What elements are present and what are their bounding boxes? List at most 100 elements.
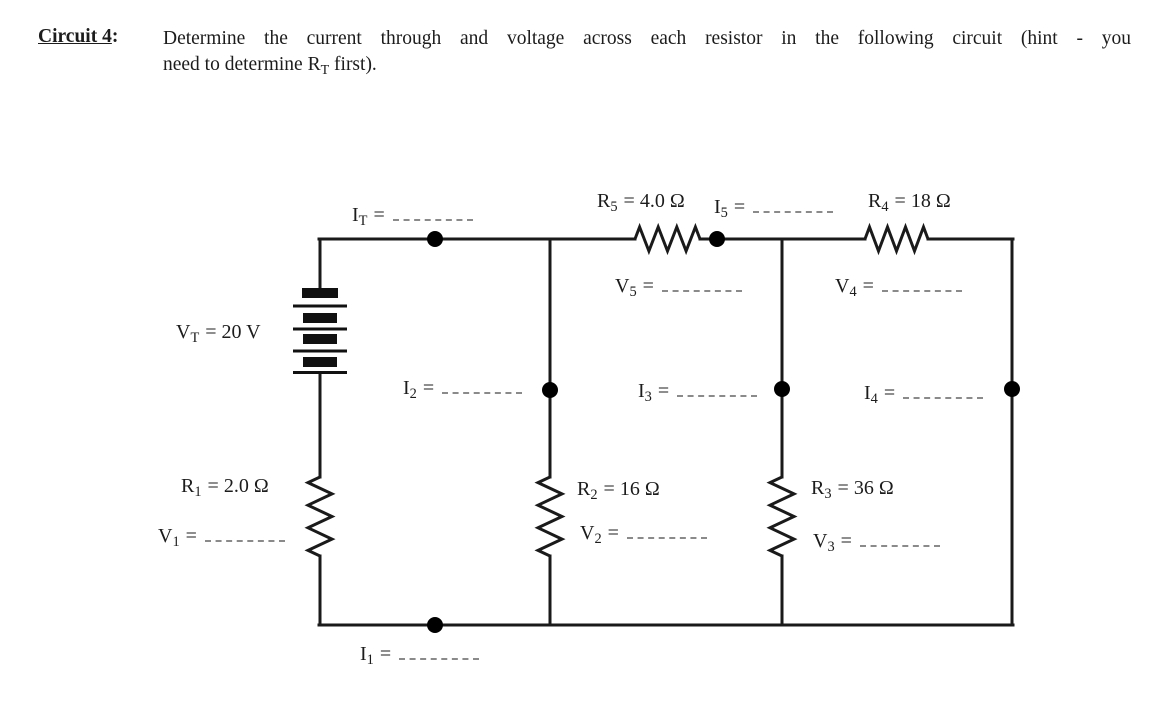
label-i1-rest: = [379, 643, 392, 665]
junction-dot-i2 [542, 382, 558, 398]
label-r4: R4 = 18 Ω [868, 190, 951, 218]
label-v4-blank [881, 275, 962, 292]
resistor-r2-symbol [534, 475, 566, 558]
label-i1: I1 = [360, 643, 480, 671]
label-v5-base: V [615, 275, 630, 297]
label-r1: R1 = 2.0 Ω [181, 475, 269, 503]
resistor-r1-symbol [304, 475, 336, 558]
label-r5-rest: = 4.0 Ω [623, 190, 685, 212]
label-r2: R2 = 16 Ω [577, 478, 660, 506]
label-v1: V1 = [158, 525, 285, 553]
label-i2: I2 = [403, 377, 523, 405]
junction-dot-it [427, 231, 443, 247]
junction-dot-i5 [709, 231, 725, 247]
label-it-rest: = [373, 204, 385, 226]
label-i2-blank [442, 377, 523, 394]
label-r4-base: R [868, 190, 882, 212]
label-i5-rest: = [733, 196, 746, 218]
label-r5-sub: 5 [610, 199, 618, 216]
label-i1-sub: 1 [366, 652, 374, 669]
junction-dot-i4 [1004, 381, 1020, 397]
label-r5: R5 = 4.0 Ω [597, 190, 685, 218]
label-r4-rest: = 18 Ω [894, 190, 951, 212]
label-it-blank [392, 204, 473, 221]
label-v1-rest: = [185, 525, 197, 547]
label-v3-blank [859, 530, 940, 547]
label-v5-blank [661, 275, 742, 292]
label-r3-sub: 3 [824, 486, 832, 503]
label-i3-blank [677, 380, 758, 397]
label-v4-rest: = [862, 275, 874, 297]
junction-dot-i1 [427, 617, 443, 633]
label-v5-sub: 5 [629, 284, 637, 301]
label-it-sub: T [358, 213, 368, 230]
label-it: IT = [352, 204, 473, 232]
problem-line2-post: first). [329, 54, 377, 75]
label-v4-sub: 4 [849, 284, 857, 301]
problem-line2-pre: need to determine R [163, 54, 321, 75]
problem-tag: Circuit 4: [38, 26, 118, 48]
label-v3-base: V [813, 530, 828, 552]
label-i3-rest: = [657, 380, 670, 402]
problem-line2: need to determine RT first). [163, 52, 1131, 83]
label-vt-base: V [176, 321, 191, 343]
label-i2-base: I [403, 377, 410, 399]
label-r1-rest: = 2.0 Ω [207, 475, 269, 497]
label-r3-rest: = 36 Ω [837, 477, 894, 499]
problem-tag-text: Circuit 4 [38, 26, 112, 47]
label-v4-base: V [835, 275, 850, 297]
label-r2-sub: 2 [590, 487, 598, 504]
label-r1-base: R [181, 475, 195, 497]
label-v3-sub: 3 [827, 539, 835, 556]
label-v1-sub: 1 [172, 534, 180, 551]
label-v2-blank [626, 522, 707, 539]
junction-dot-i3 [774, 381, 790, 397]
label-i2-rest: = [422, 377, 435, 399]
resistor-r4-symbol [863, 222, 930, 256]
label-v2-sub: 2 [594, 531, 602, 548]
label-vt-rest: = 20 V [205, 321, 261, 343]
label-i5-sub: 5 [720, 205, 728, 222]
label-i3-sub: 3 [644, 389, 652, 406]
label-i4-base: I [864, 382, 871, 404]
label-v5-rest: = [642, 275, 654, 297]
problem-text: Determine the current through and voltag… [163, 26, 1131, 83]
label-i3-base: I [638, 380, 645, 402]
label-r2-rest: = 16 Ω [603, 478, 660, 500]
problem-line2-sub: T [320, 61, 330, 78]
resistor-r3-symbol [766, 475, 798, 558]
problem-line1: Determine the current through and voltag… [163, 28, 1131, 49]
label-i5-base: I [714, 196, 721, 218]
label-r3: R3 = 36 Ω [811, 477, 894, 505]
label-r5-base: R [597, 190, 611, 212]
label-i4-sub: 4 [870, 391, 878, 408]
label-i4-rest: = [883, 382, 896, 404]
label-r4-sub: 4 [881, 199, 889, 216]
problem-tag-colon: : [111, 26, 119, 47]
label-vt-sub: T [190, 330, 200, 347]
label-v3: V3 = [813, 530, 940, 558]
label-v1-base: V [158, 525, 173, 547]
label-r1-sub: 1 [194, 484, 202, 501]
label-i4: I4 = [864, 382, 984, 410]
label-i1-base: I [360, 643, 367, 665]
label-i5: I5 = [714, 196, 834, 224]
label-v3-rest: = [840, 530, 852, 552]
label-i2-sub: 2 [409, 386, 417, 403]
label-v2-rest: = [607, 522, 619, 544]
label-v5: V5 = [615, 275, 742, 303]
label-r3-base: R [811, 477, 825, 499]
label-it-base: I [352, 204, 359, 226]
label-v1-blank [204, 525, 285, 542]
label-i5-blank [753, 196, 834, 213]
label-i3: I3 = [638, 380, 758, 408]
label-r2-base: R [577, 478, 591, 500]
battery-symbol [293, 288, 347, 374]
label-i1-blank [399, 643, 480, 660]
label-v2: V2 = [580, 522, 707, 550]
resistor-r5-symbol [633, 222, 702, 256]
label-v2-base: V [580, 522, 595, 544]
label-i4-blank [903, 382, 984, 399]
